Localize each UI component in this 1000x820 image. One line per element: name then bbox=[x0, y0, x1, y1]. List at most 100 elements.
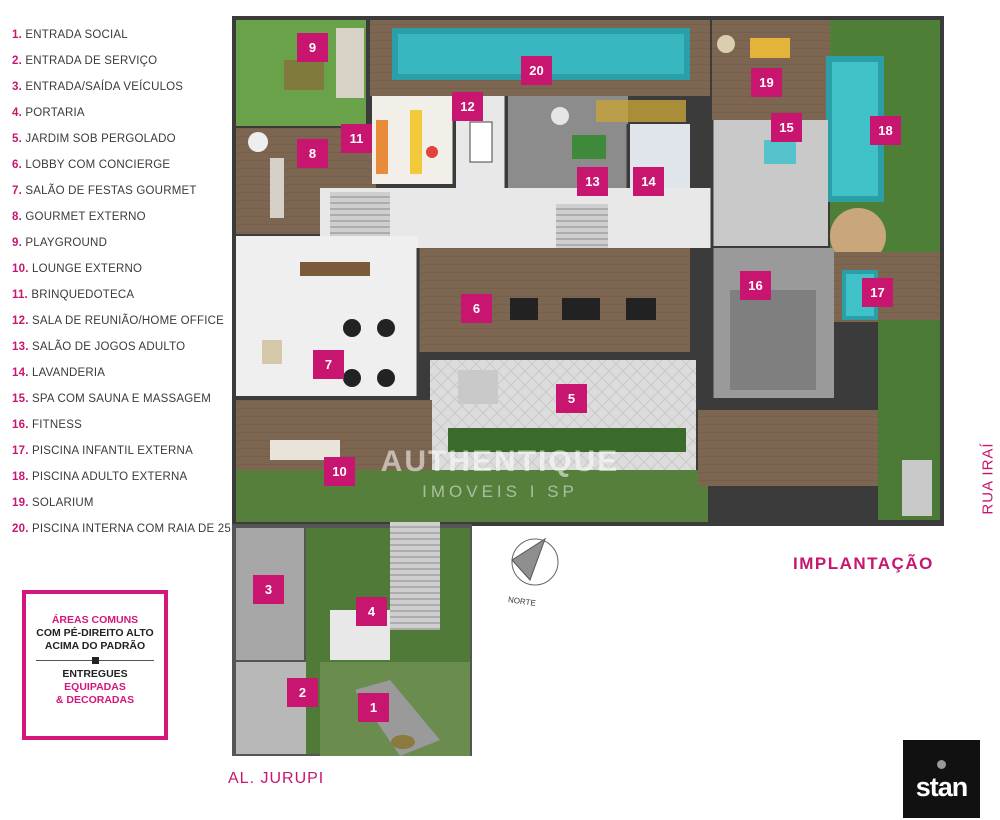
badge-7: 7 bbox=[313, 350, 344, 379]
badge-2: 2 bbox=[287, 678, 318, 707]
legend-label: FITNESS bbox=[32, 419, 82, 431]
legend-label: LAVANDERIA bbox=[32, 367, 106, 379]
promo-box: ÁREAS COMUNS COM PÉ-DIREITO ALTO ACIMA D… bbox=[22, 590, 168, 740]
legend-num: 20. bbox=[12, 523, 29, 535]
legend-item: 17. PISCINA INFANTIL EXTERNA bbox=[12, 440, 227, 466]
badge-20: 20 bbox=[521, 56, 552, 85]
legend-num: 14. bbox=[12, 367, 29, 379]
badge-17: 17 bbox=[862, 278, 893, 307]
legend-num: 1. bbox=[12, 29, 22, 41]
legend-num: 17. bbox=[12, 445, 29, 457]
legend-label: JARDIM SOB PERGOLADO bbox=[25, 133, 176, 145]
north-arrow-icon bbox=[511, 537, 546, 581]
legend-label: GOURMET EXTERNO bbox=[25, 211, 146, 223]
badge-14: 14 bbox=[633, 167, 664, 196]
legend-label: SALÃO DE JOGOS ADULTO bbox=[32, 341, 186, 353]
legend-item: 18. PISCINA ADULTO EXTERNA bbox=[12, 466, 227, 492]
legend-label: PISCINA INFANTIL EXTERNA bbox=[32, 445, 193, 457]
legend-num: 4. bbox=[12, 107, 22, 119]
legend-item: 10. LOUNGE EXTERNO bbox=[12, 258, 227, 284]
badge-5: 5 bbox=[556, 384, 587, 413]
legend-label: PORTARIA bbox=[25, 107, 85, 119]
legend-num: 15. bbox=[12, 393, 29, 405]
promo-line: COM PÉ-DIREITO ALTO bbox=[36, 627, 154, 639]
legend-num: 9. bbox=[12, 237, 22, 249]
promo-line: EQUIPADAS bbox=[64, 681, 126, 693]
legend-label: PLAYGROUND bbox=[25, 237, 108, 249]
legend-label: SALÃO DE FESTAS GOURMET bbox=[25, 185, 197, 197]
legend-label: BRINQUEDOTECA bbox=[31, 289, 135, 301]
legend-num: 8. bbox=[12, 211, 22, 223]
legend-item: 3. ENTRADA/SAÍDA VEÍCULOS bbox=[12, 76, 227, 102]
legend-label: PISCINA ADULTO EXTERNA bbox=[32, 471, 188, 483]
badge-9: 9 bbox=[297, 33, 328, 62]
badge-16: 16 bbox=[740, 271, 771, 300]
legend-item: 14. LAVANDERIA bbox=[12, 362, 227, 388]
legend-item: 19. SOLARIUM bbox=[12, 492, 227, 518]
street-label-bottom: AL. JURUPI bbox=[228, 770, 325, 787]
legend-item: 12. SALA DE REUNIÃO/HOME OFFICE bbox=[12, 310, 227, 336]
legend-list: 1. ENTRADA SOCIAL 2. ENTRADA DE SERVIÇO … bbox=[12, 24, 241, 544]
stan-logo: stan bbox=[903, 740, 980, 818]
legend-num: 10. bbox=[12, 263, 29, 275]
legend-num: 7. bbox=[12, 185, 22, 197]
legend-item: 1. ENTRADA SOCIAL bbox=[12, 24, 227, 50]
legend-num: 18. bbox=[12, 471, 29, 483]
promo-line: ENTREGUES bbox=[62, 668, 128, 680]
watermark-title: AUTHENTIQUE bbox=[380, 445, 620, 478]
badge-18: 18 bbox=[870, 116, 901, 145]
legend-num: 3. bbox=[12, 81, 22, 93]
legend-label: ENTRADA SOCIAL bbox=[25, 29, 128, 41]
legend-item: 9. PLAYGROUND bbox=[12, 232, 227, 258]
legend-num: 16. bbox=[12, 419, 29, 431]
legend-num: 11. bbox=[12, 289, 28, 301]
plan-title: IMPLANTAÇÃO bbox=[793, 554, 934, 573]
legend-item: 4. PORTARIA bbox=[12, 102, 227, 128]
badge-12: 12 bbox=[452, 92, 483, 121]
gazebo bbox=[830, 208, 886, 264]
badge-8: 8 bbox=[297, 139, 328, 168]
logo-text: stan bbox=[915, 772, 969, 802]
legend-item: 16. FITNESS bbox=[12, 414, 227, 440]
badge-10: 10 bbox=[324, 457, 355, 486]
car-icon bbox=[391, 735, 415, 749]
legend-label: SOLARIUM bbox=[32, 497, 94, 509]
legend-item: 20. PISCINA INTERNA COM RAIA DE 25M bbox=[12, 518, 241, 544]
badge-6: 6 bbox=[461, 294, 492, 323]
legend-label: LOBBY COM CONCIERGE bbox=[25, 159, 171, 171]
legend-item: 7. SALÃO DE FESTAS GOURMET bbox=[12, 180, 227, 206]
promo-line: & DECORADAS bbox=[55, 694, 135, 706]
legend-label: SPA COM SAUNA E MASSAGEM bbox=[32, 393, 212, 405]
badge-11: 11 bbox=[341, 124, 372, 153]
badge-13: 13 bbox=[577, 167, 608, 196]
promo-line: ÁREAS COMUNS bbox=[51, 614, 139, 626]
legend-label: SALA DE REUNIÃO/HOME OFFICE bbox=[32, 315, 224, 327]
legend-item: 15. SPA COM SAUNA E MASSAGEM bbox=[12, 388, 227, 414]
legend-num: 12. bbox=[12, 315, 29, 327]
legend-item: 6. LOBBY COM CONCIERGE bbox=[12, 154, 227, 180]
legend-label: ENTRADA/SAÍDA VEÍCULOS bbox=[25, 81, 184, 93]
legend-item: 2. ENTRADA DE SERVIÇO bbox=[12, 50, 227, 76]
badge-1: 1 bbox=[358, 693, 389, 722]
legend-label: LOUNGE EXTERNO bbox=[32, 263, 143, 275]
legend-item: 13. SALÃO DE JOGOS ADULTO bbox=[12, 336, 227, 362]
badge-19: 19 bbox=[751, 68, 782, 97]
legend-num: 2. bbox=[12, 55, 22, 67]
legend-item: 5. JARDIM SOB PERGOLADO bbox=[12, 128, 227, 154]
spa bbox=[712, 120, 828, 246]
legend-item: 11. BRINQUEDOTECA bbox=[12, 284, 227, 310]
legend-label: ENTRADA DE SERVIÇO bbox=[25, 55, 158, 67]
badge-15: 15 bbox=[771, 113, 802, 142]
service-entry-path bbox=[236, 662, 318, 754]
legend-num: 19. bbox=[12, 497, 29, 509]
street-label-right: RUA IRAÍ bbox=[979, 442, 997, 515]
promo-divider bbox=[36, 657, 154, 665]
watermark-subtitle: IMOVEIS I SP bbox=[422, 482, 578, 501]
badge-3: 3 bbox=[253, 575, 284, 604]
legend-item: 8. GOURMET EXTERNO bbox=[12, 206, 227, 232]
badge-4: 4 bbox=[356, 597, 387, 626]
legend-num: 13. bbox=[12, 341, 29, 353]
legend-label: PISCINA INTERNA COM RAIA DE 25M bbox=[32, 523, 241, 535]
legend-num: 5. bbox=[12, 133, 22, 145]
